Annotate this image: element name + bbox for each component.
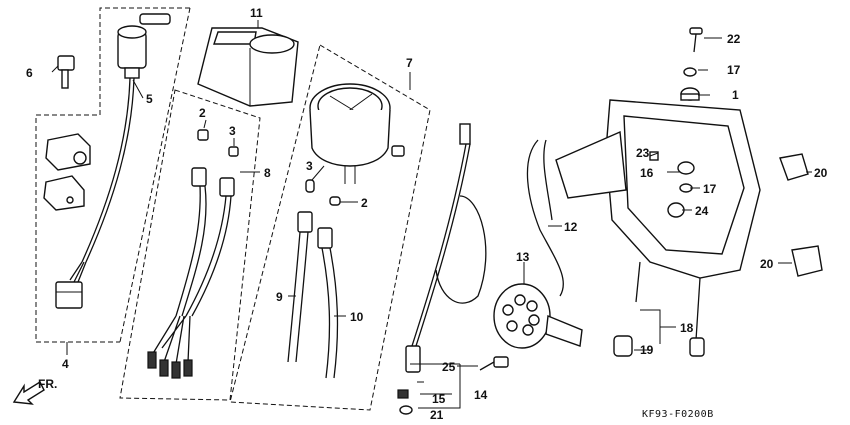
panel-indicator-harness bbox=[119, 89, 261, 401]
panel-ignition-switch bbox=[35, 7, 191, 343]
horn-part bbox=[493, 139, 583, 349]
callout-3a: 3 bbox=[229, 124, 236, 138]
arrow-icon bbox=[12, 380, 45, 405]
callout-12: 12 bbox=[564, 220, 578, 234]
callout-14: 14 bbox=[474, 388, 488, 402]
callout-15: 15 bbox=[432, 392, 446, 406]
callout-19: 19 bbox=[640, 343, 654, 357]
callout-18: 18 bbox=[680, 321, 694, 335]
switch-cap-part bbox=[43, 175, 85, 211]
speedometer-cable-part bbox=[405, 123, 487, 373]
callout-3b: 3 bbox=[306, 159, 313, 173]
speedometer-part bbox=[309, 83, 405, 184]
grommet-part bbox=[667, 67, 700, 218]
ignition-switch-part bbox=[55, 13, 171, 309]
meter-bracket-part bbox=[555, 99, 761, 357]
panel-speedometer bbox=[229, 44, 431, 411]
direction-label: FR. bbox=[38, 377, 57, 391]
callout-20a: 20 bbox=[814, 166, 828, 180]
callout-17b: 17 bbox=[703, 182, 717, 196]
key-part bbox=[51, 55, 75, 89]
callout-2b: 2 bbox=[361, 196, 368, 210]
callout-9: 9 bbox=[276, 290, 283, 304]
callout-8: 8 bbox=[264, 166, 271, 180]
bulb-part bbox=[305, 179, 341, 206]
washer-part bbox=[397, 389, 413, 415]
figure-code: KF93-F0200B bbox=[642, 409, 714, 420]
front-direction-arrow: FR. bbox=[12, 377, 57, 405]
callout-20b: 20 bbox=[760, 257, 774, 271]
callout-1: 1 bbox=[732, 88, 739, 102]
callout-17a: 17 bbox=[727, 63, 741, 77]
callout-21: 21 bbox=[430, 408, 444, 422]
callout-23: 23 bbox=[636, 146, 650, 160]
callout-13: 13 bbox=[516, 250, 530, 264]
callout-4: 4 bbox=[62, 357, 69, 371]
indicator-harness-part bbox=[147, 129, 239, 379]
rubber-mount-part bbox=[613, 153, 823, 357]
leader-lines bbox=[66, 20, 812, 409]
switch-cover-part bbox=[45, 133, 91, 171]
callout-11: 11 bbox=[250, 6, 263, 20]
meter-harness-part bbox=[287, 211, 339, 379]
callout-25: 25 bbox=[442, 360, 456, 374]
callout-24: 24 bbox=[695, 204, 709, 218]
callouts: 1 2 2 3 3 4 5 6 7 8 9 10 11 12 13 14 15 … bbox=[26, 6, 828, 422]
callout-6: 6 bbox=[26, 66, 33, 80]
callout-10: 10 bbox=[350, 310, 364, 324]
callout-5: 5 bbox=[146, 92, 153, 106]
callout-2a: 2 bbox=[199, 106, 206, 120]
bolt-part bbox=[479, 27, 703, 371]
callout-16: 16 bbox=[640, 166, 654, 180]
callout-22: 22 bbox=[727, 32, 741, 46]
meter-case-part bbox=[197, 27, 299, 107]
callout-7: 7 bbox=[406, 56, 413, 70]
